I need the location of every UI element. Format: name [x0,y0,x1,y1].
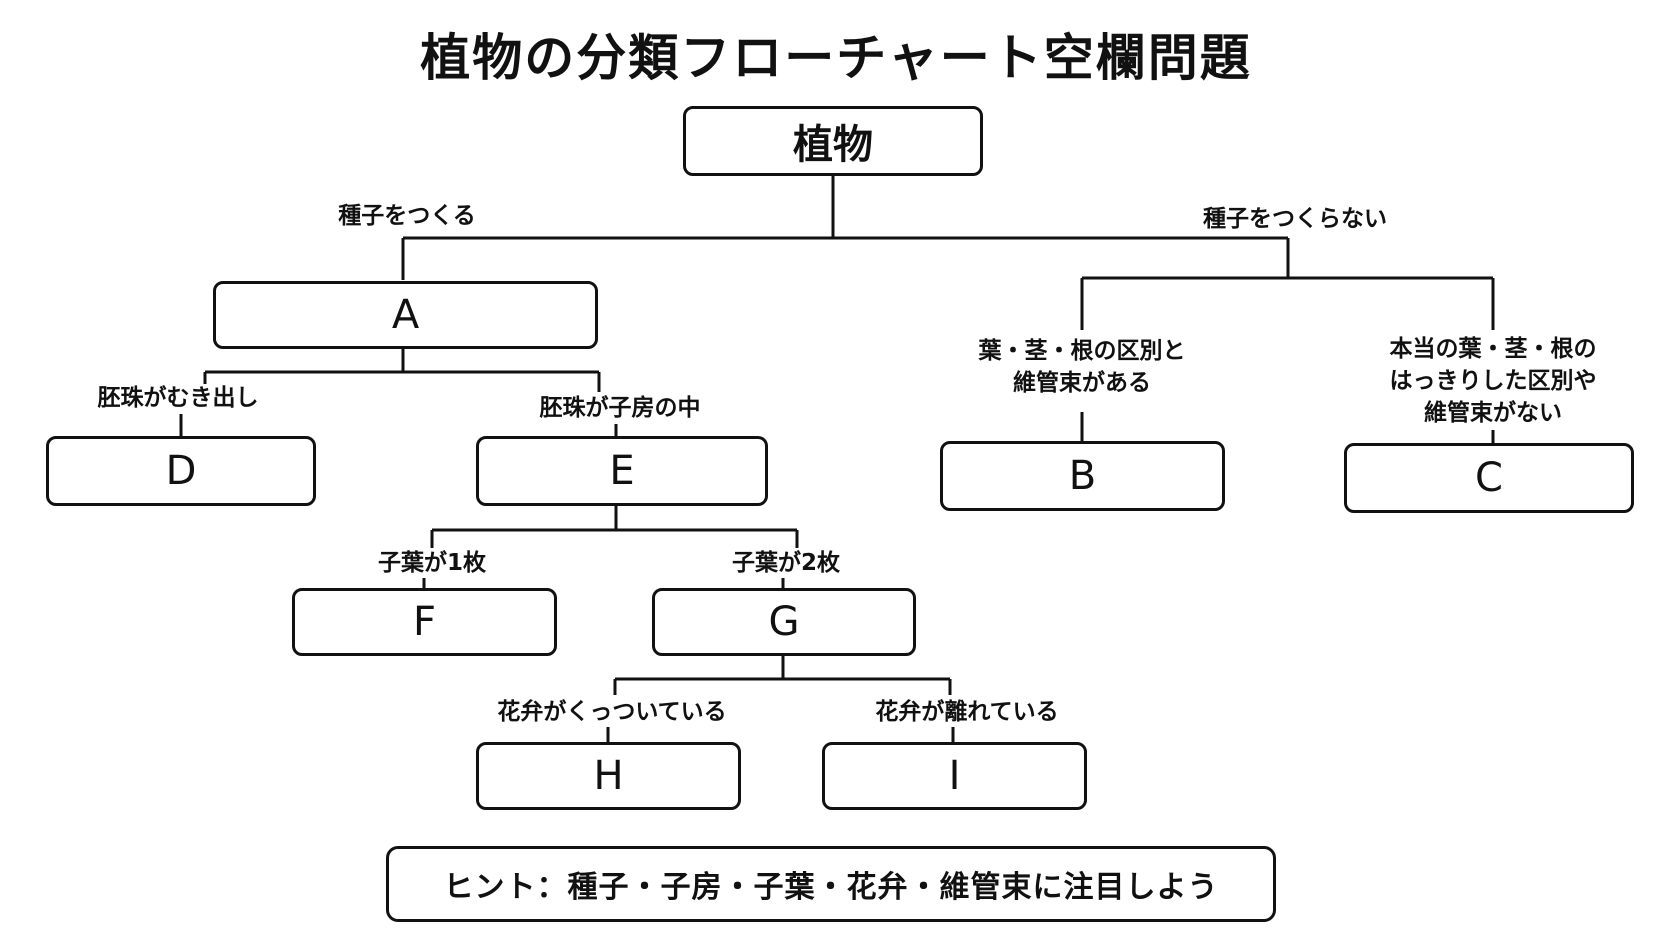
label-petals-separate: 花弁が離れている [875,699,1059,725]
label-distinct-organs-line1: 葉・茎・根の区別と [978,338,1186,364]
node-c: C [1344,443,1634,513]
label-no-distinct-organs-line2: はっきりした区別や [1389,368,1597,394]
label-seed-no: 種子をつくらない [1203,206,1387,232]
node-h: H [476,742,741,810]
node-e: E [476,436,768,506]
node-d: D [46,436,316,506]
label-no-distinct-organs-line1: 本当の葉・茎・根の [1389,336,1597,362]
label-distinct-organs: 葉・茎・根の区別と 維管束がある [979,335,1186,399]
hint-box: ヒント：種子・子房・子葉・花弁・維管束に注目しよう [386,846,1276,922]
node-i: I [822,742,1087,810]
node-f: F [292,588,557,656]
node-g: G [652,588,916,656]
label-two-cotyledons: 子葉が2枚 [731,550,841,576]
node-plant: 植物 [683,106,983,176]
label-distinct-organs-line2: 維管束がある [1013,370,1151,396]
page-title: 植物の分類フローチャート空欄問題 [420,29,1252,87]
label-ovule-exposed: 胚珠がむき出し [97,385,259,411]
label-no-distinct-organs: 本当の葉・茎・根の はっきりした区別や 維管束がない [1390,333,1597,429]
label-one-cotyledon: 子葉が1枚 [377,550,487,576]
label-no-distinct-organs-line3: 維管束がない [1424,400,1562,426]
node-b: B [940,441,1225,511]
label-petals-fused: 花弁がくっついている [497,699,727,725]
node-a: A [213,281,598,349]
label-ovule-in-ovary: 胚珠が子房の中 [539,395,701,421]
label-seed-yes: 種子をつくる [338,203,476,229]
